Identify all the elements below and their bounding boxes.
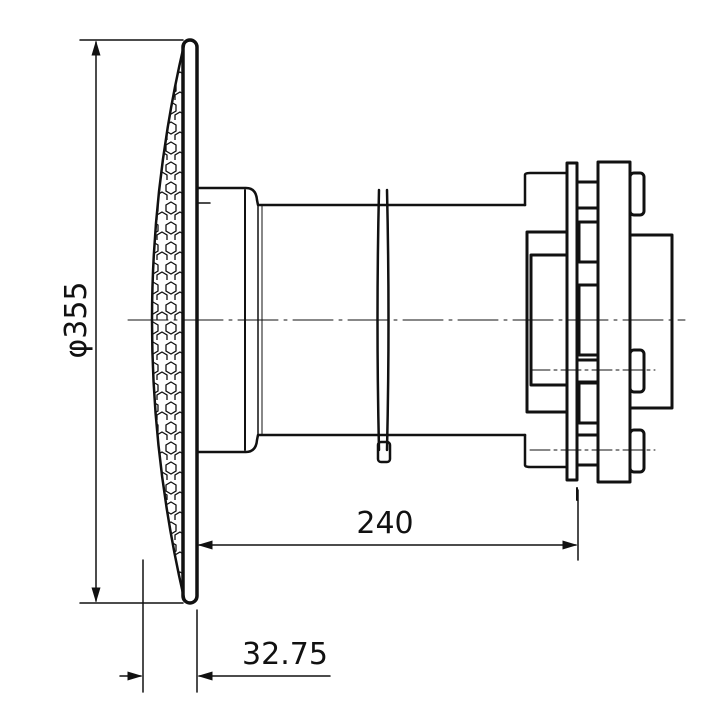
diameter-label: φ355 (59, 281, 94, 358)
diameter-dimension (79, 39, 184, 604)
centerlines (127, 319, 686, 451)
offset-dimension (119, 559, 331, 693)
rear-flange-assembly (525, 160, 674, 501)
front-flange (181, 38, 199, 605)
offset-label: 32.75 (242, 637, 328, 672)
grille-dome (150, 43, 186, 600)
length-dimension (196, 489, 579, 561)
length-label: 240 (356, 506, 413, 541)
